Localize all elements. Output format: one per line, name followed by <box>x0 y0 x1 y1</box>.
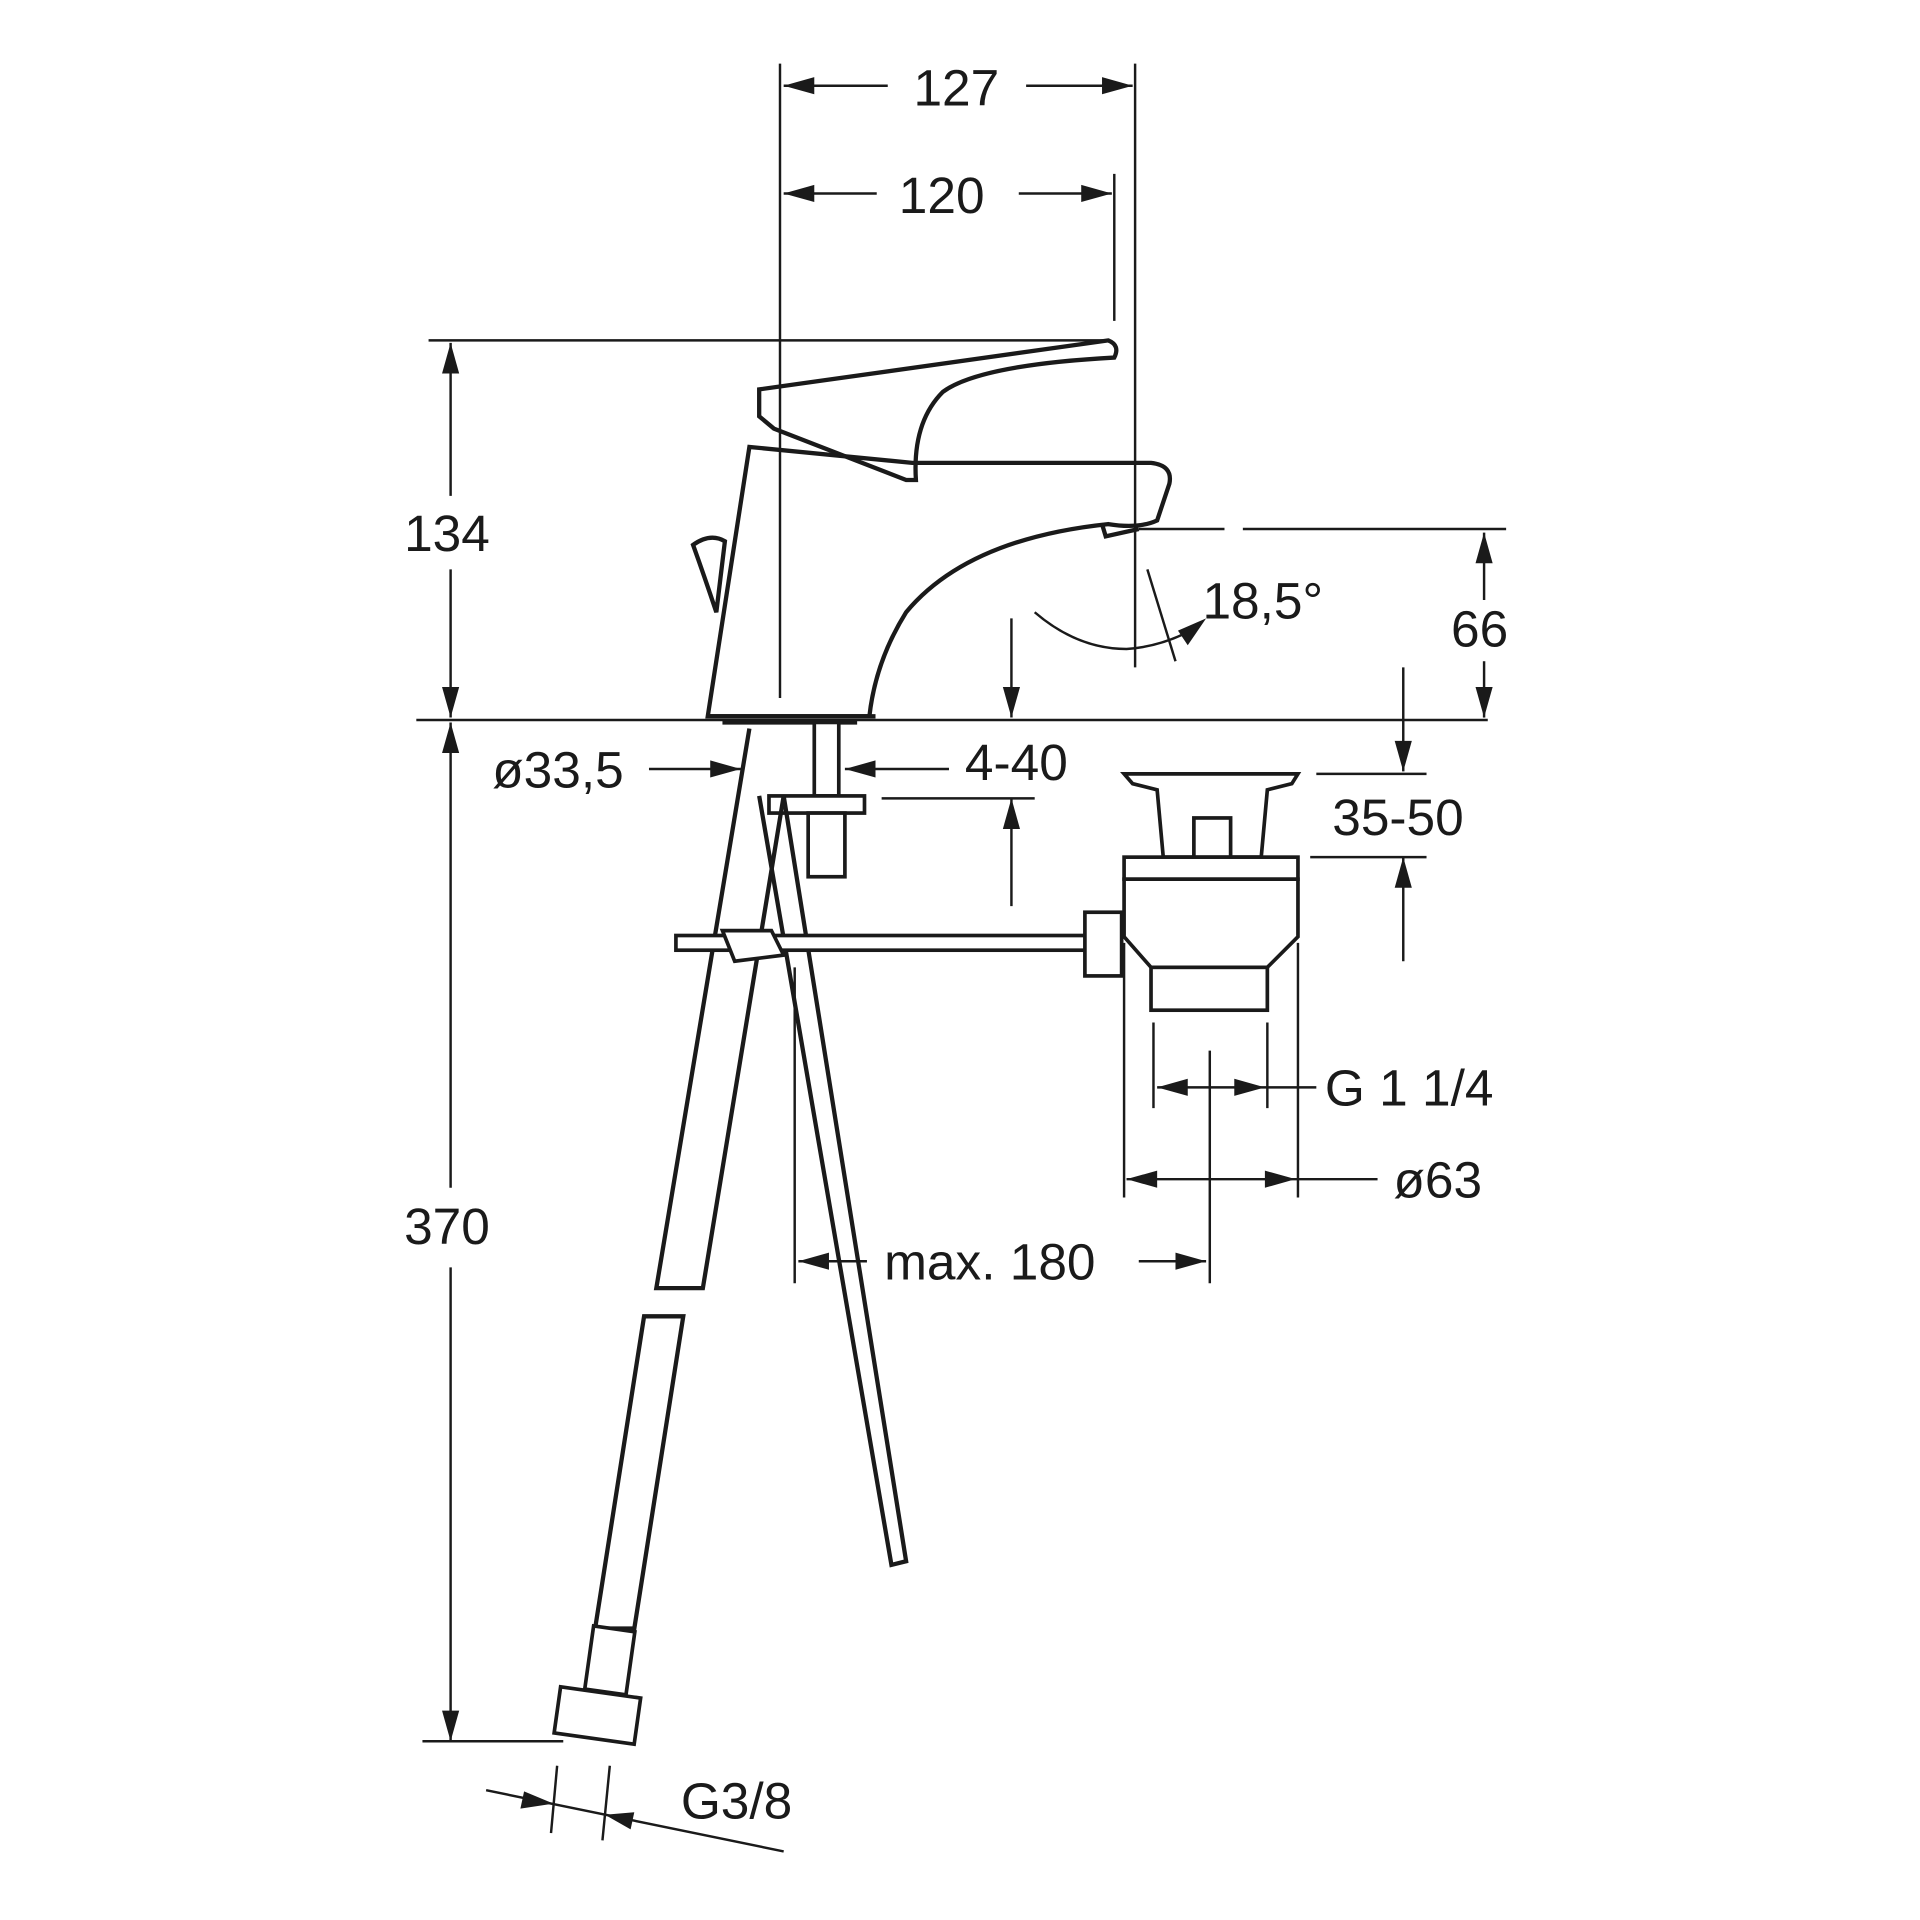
dim-134: 134 <box>404 504 490 562</box>
dim-hose-thread: G3/8 <box>681 1771 792 1829</box>
dim-370: 370 <box>404 1197 490 1255</box>
supply-hoses <box>552 728 909 1747</box>
dim-base-diameter: ø33,5 <box>492 740 623 798</box>
dim-waste-diameter: ø63 <box>1393 1151 1482 1209</box>
dim-120: 120 <box>899 166 985 224</box>
dimension-lines <box>416 63 1507 1853</box>
mounting-parts <box>767 720 867 879</box>
dim-deck-thickness: 4-40 <box>965 733 1068 791</box>
faucet-body <box>690 338 1173 725</box>
dim-angle: 18,5° <box>1202 571 1323 629</box>
arrowheads <box>442 77 1493 1830</box>
dim-waste-thread: G 1 1/4 <box>1325 1059 1494 1117</box>
dim-waste-distance: max. 180 <box>884 1233 1095 1291</box>
dim-waste-deck: 35-50 <box>1332 788 1463 846</box>
waste-fitting <box>1120 772 1302 1013</box>
dim-66: 66 <box>1451 600 1508 658</box>
dim-127: 127 <box>913 58 999 116</box>
popup-rod <box>674 910 1124 978</box>
